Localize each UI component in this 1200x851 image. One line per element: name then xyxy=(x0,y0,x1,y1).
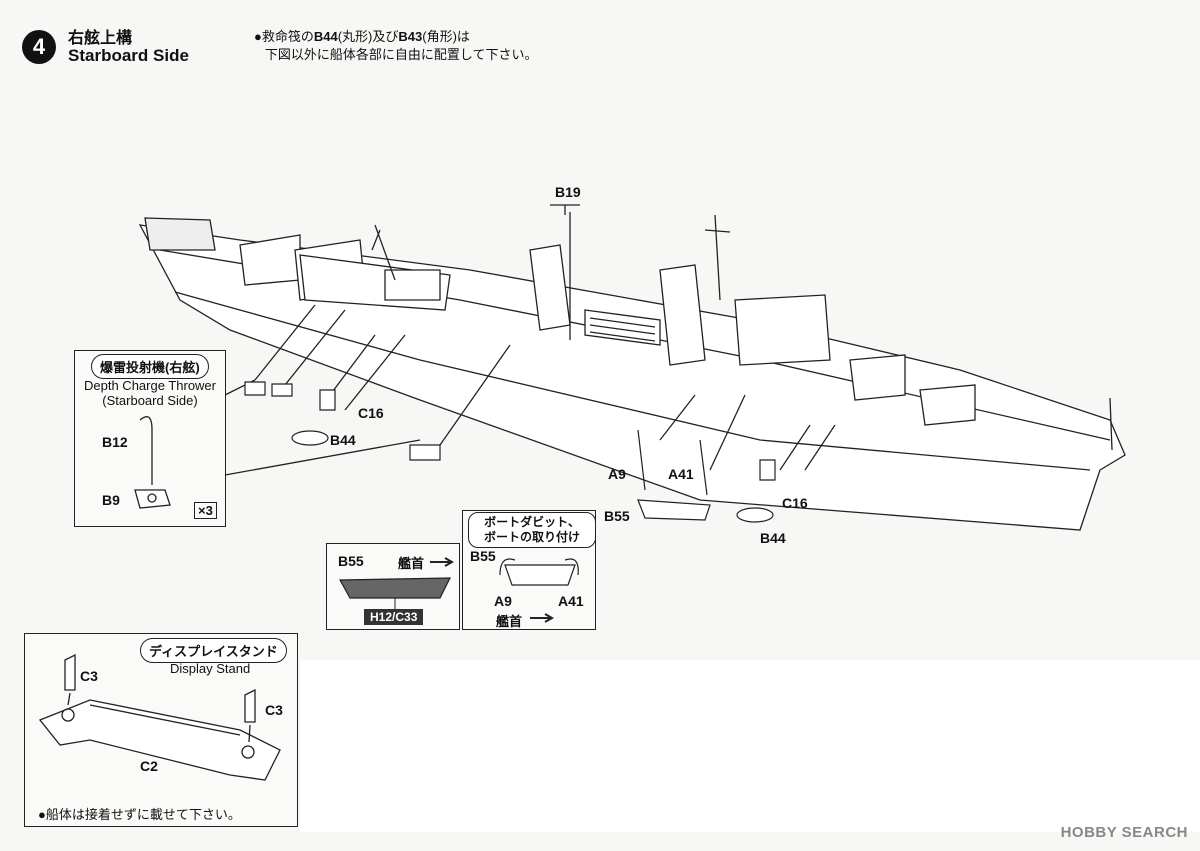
davit-detail-bow: 艦首 xyxy=(496,614,523,629)
note-prefix: ●救命筏の xyxy=(254,29,314,44)
note-part-b44: B44 xyxy=(313,29,338,44)
label-c16-left: C16 xyxy=(358,405,384,421)
label-b9: B9 xyxy=(102,492,120,508)
label-c16-right: C16 xyxy=(782,495,808,511)
depth-charge-title-jp: 爆雷投射機(右舷) xyxy=(91,354,209,379)
depth-charge-title-en: Depth Charge Thrower (Starboard Side) xyxy=(80,378,220,408)
stand-label-c3-left: C3 xyxy=(80,668,98,684)
davit-detail-title-2: ボートの取り付け xyxy=(483,530,580,544)
label-b44-left: B44 xyxy=(330,432,356,448)
label-b44-right: B44 xyxy=(760,530,786,546)
watermark-logo: HOBBY SEARCH xyxy=(1060,824,1188,841)
quantity-badge: ×3 xyxy=(194,502,217,519)
label-b12: B12 xyxy=(102,434,128,450)
davit-detail-part: B55 xyxy=(470,548,496,564)
stand-title-en: Display Stand xyxy=(170,661,251,676)
depth-charge-title-en-1: Depth Charge Thrower xyxy=(84,378,216,393)
label-a41: A41 xyxy=(668,466,694,482)
stand-title-jp: ディスプレイスタンド xyxy=(140,638,287,663)
label-b55: B55 xyxy=(604,508,630,524)
depth-charge-title-en-2: (Starboard Side) xyxy=(102,393,198,408)
note-mid: (丸形)及び xyxy=(337,29,399,44)
step-title-en: Starboard Side xyxy=(68,46,189,65)
note-line2: 下図以外に船体各部に自由に配置して下さい。 xyxy=(264,47,538,62)
boat-detail-bow: 艦首 xyxy=(398,556,425,571)
blank-panel xyxy=(300,660,1200,832)
step-number-badge: 4 xyxy=(22,30,56,64)
davit-detail-title: ボートダビット、 ボートの取り付け xyxy=(468,512,596,548)
boat-detail-part: B55 xyxy=(338,553,364,569)
davit-detail-title-1: ボートダビット、 xyxy=(484,515,580,529)
raft-b44-right xyxy=(736,507,774,523)
stand-label-c2: C2 xyxy=(140,758,158,774)
boat-b55 xyxy=(637,499,711,521)
instruction-note: ●救命筏のB44(丸形)及びB43(角形)は 下図以外に船体各部に自由に配置して… xyxy=(254,28,537,64)
note-part-b43: B43 xyxy=(398,29,423,44)
step-title-jp: 右舷上構 xyxy=(68,30,133,47)
paint-code: H12/C33 xyxy=(364,609,424,625)
label-a9: A9 xyxy=(608,466,626,482)
davit-detail-a9: A9 xyxy=(494,593,512,609)
label-b19: B19 xyxy=(555,184,581,200)
stand-note: ●船体は接着せずに載せて下さい。 xyxy=(38,807,241,822)
note-suffix: (角形)は xyxy=(422,29,470,44)
raft-b44-left xyxy=(291,430,329,446)
stand-label-c3-right: C3 xyxy=(265,702,283,718)
davit-detail-a41: A41 xyxy=(558,593,584,609)
